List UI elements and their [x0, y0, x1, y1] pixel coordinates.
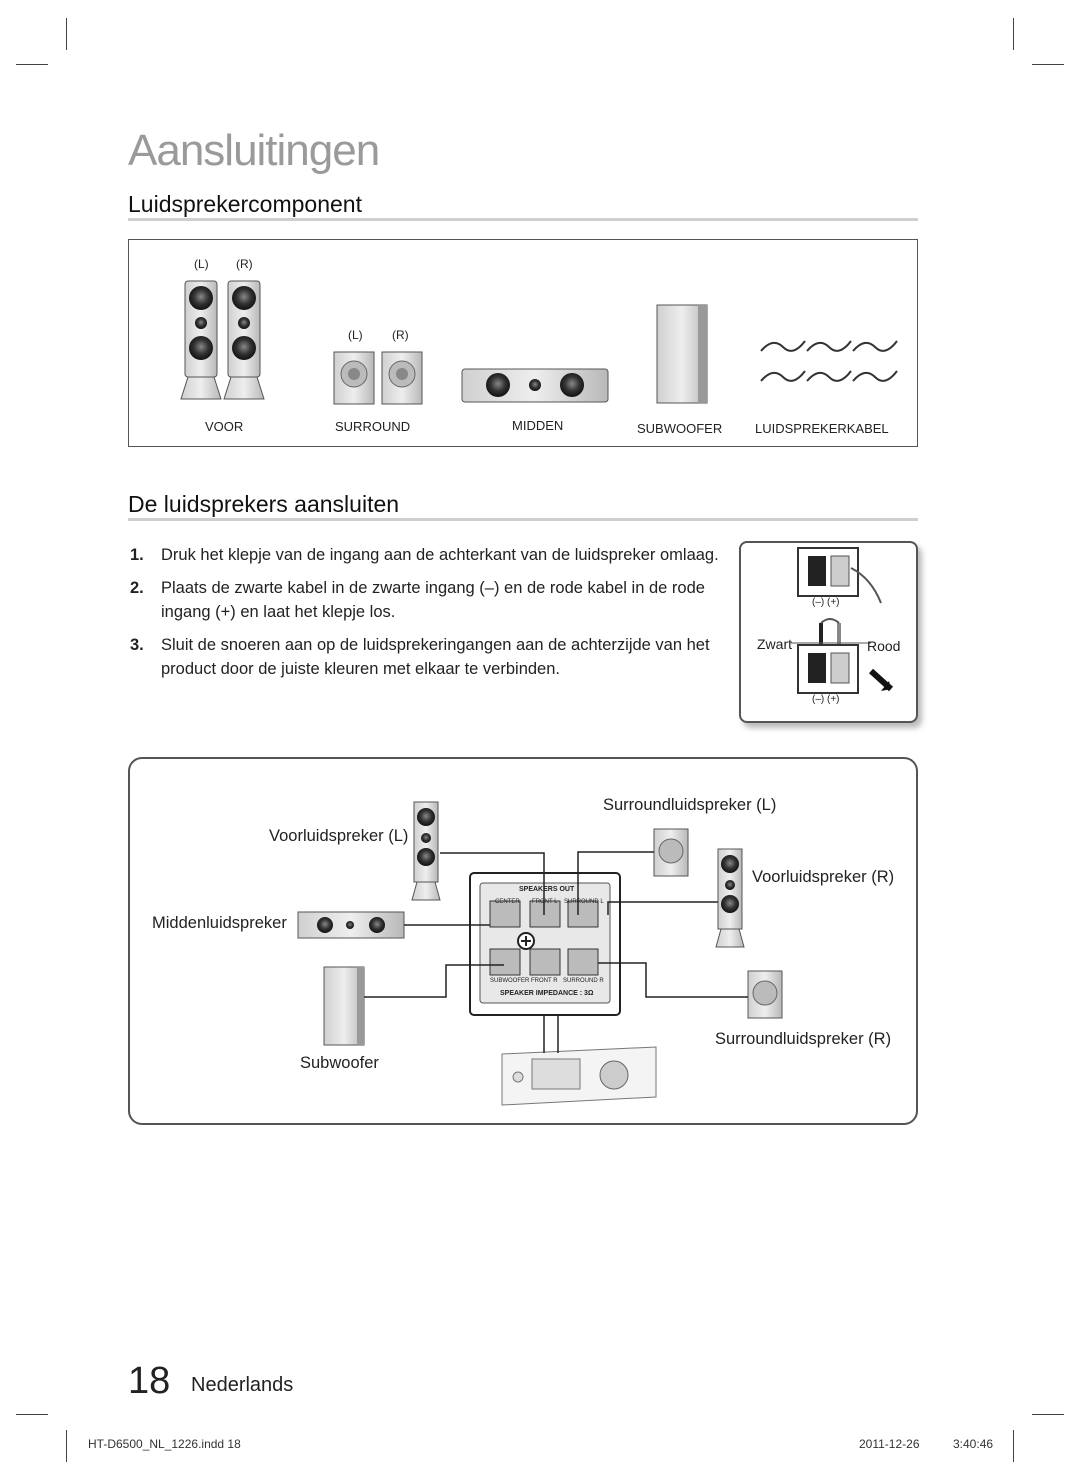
center-speaker: [297, 911, 405, 939]
label-surround-left: Surroundluidspreker (L): [603, 796, 777, 814]
step-text: Sluit de snoeren aan op de luidsprekerin…: [161, 636, 710, 678]
step-number: 2.: [130, 579, 144, 597]
polarity-label-bottom: (–) (+): [812, 694, 840, 705]
front-speakers-image: [180, 280, 265, 400]
surround-left-speaker: [653, 828, 689, 877]
footer-file: HT-D6500_NL_1226.indd 18: [88, 1437, 241, 1451]
front-left-speaker: [411, 801, 441, 901]
red-cable-label: Rood: [867, 638, 901, 654]
front-right-speaker: [715, 848, 745, 948]
label-subwoofer: Subwoofer: [300, 1054, 379, 1072]
connection-diagram-box: [128, 757, 918, 1125]
surround-speakers-image: [333, 351, 423, 405]
label-center: Middenluidspreker: [152, 914, 287, 932]
surround-right-speaker: [747, 970, 783, 1019]
footer-date: 2011-12-26: [859, 1437, 920, 1451]
page-language: Nederlands: [191, 1374, 294, 1396]
section-heading-component: Luidsprekercomponent: [128, 191, 362, 217]
step-number: 3.: [130, 636, 144, 654]
label-front: VOOR: [205, 419, 244, 434]
steps-list: 1. Druk het klepje van de ingang aan de …: [130, 543, 730, 690]
front-left-marker: (L): [194, 257, 209, 271]
speakers-out-panel: [469, 872, 621, 1016]
crop-mark: [1013, 18, 1014, 50]
crop-mark: [16, 64, 48, 65]
section-rule: [128, 518, 918, 521]
crop-mark: [66, 18, 67, 50]
component-box: [128, 239, 918, 447]
subwoofer-speaker: [323, 966, 365, 1046]
crop-mark: [16, 1414, 48, 1415]
crop-mark: [1032, 1414, 1064, 1415]
label-center: MIDDEN: [512, 418, 564, 433]
black-cable-label: Zwart: [757, 636, 792, 652]
panel-front-l: FRONT L: [532, 899, 558, 905]
footer-time: 3:40:46: [953, 1437, 994, 1451]
speaker-components-illustration: [180, 280, 898, 405]
front-right-marker: (R): [236, 257, 253, 271]
terminal-illustration: [791, 547, 894, 694]
surround-left-marker: (L): [348, 328, 363, 342]
page-title: Aansluitingen: [128, 126, 380, 175]
panel-subwoofer: SUBWOOFER: [490, 978, 530, 984]
speaker-cables-image: [760, 340, 898, 382]
center-speaker-image: [461, 368, 609, 403]
speaker-wires: [364, 851, 748, 1053]
panel-center: CENTER: [495, 899, 520, 905]
receiver-unit: [501, 1046, 657, 1106]
step-number: 1.: [130, 546, 144, 564]
label-front-right: Voorluidspreker (R): [752, 868, 895, 886]
step-text: Plaats de zwarte kabel in de zwarte inga…: [161, 579, 705, 621]
panel-front-r: FRONT R: [531, 978, 558, 984]
step-item: 1. Druk het klepje van de ingang aan de …: [130, 543, 730, 567]
subwoofer-image: [656, 304, 708, 404]
crop-mark: [1032, 64, 1064, 65]
surround-right-marker: (R): [392, 328, 409, 342]
crop-mark: [66, 1430, 67, 1462]
panel-impedance: SPEAKER IMPEDANCE : 3Ω: [500, 990, 594, 997]
panel-surround-r: SURROUND R: [563, 978, 604, 984]
section-rule: [128, 218, 918, 221]
step-text: Druk het klepje van de ingang aan de ach…: [161, 546, 719, 564]
step-item: 2. Plaats de zwarte kabel in de zwarte i…: [130, 576, 730, 624]
section-heading-connect: De luidsprekers aansluiten: [128, 491, 400, 517]
panel-title: SPEAKERS OUT: [519, 886, 575, 893]
page-number: 18: [128, 1360, 171, 1402]
label-front-left: Voorluidspreker (L): [269, 827, 409, 845]
step-item: 3. Sluit de snoeren aan op de luidspreke…: [130, 633, 730, 681]
crop-mark: [1013, 1430, 1014, 1462]
label-surround: SURROUND: [335, 419, 411, 434]
connection-diagram: [297, 801, 783, 1106]
panel-surround-l: SURROUND L: [564, 899, 604, 905]
label-cable: LUIDSPREKERKABEL: [755, 421, 889, 436]
label-subwoofer: SUBWOOFER: [637, 421, 723, 436]
label-surround-right: Surroundluidspreker (R): [715, 1030, 892, 1048]
polarity-label-top: (–) (+): [812, 597, 840, 608]
